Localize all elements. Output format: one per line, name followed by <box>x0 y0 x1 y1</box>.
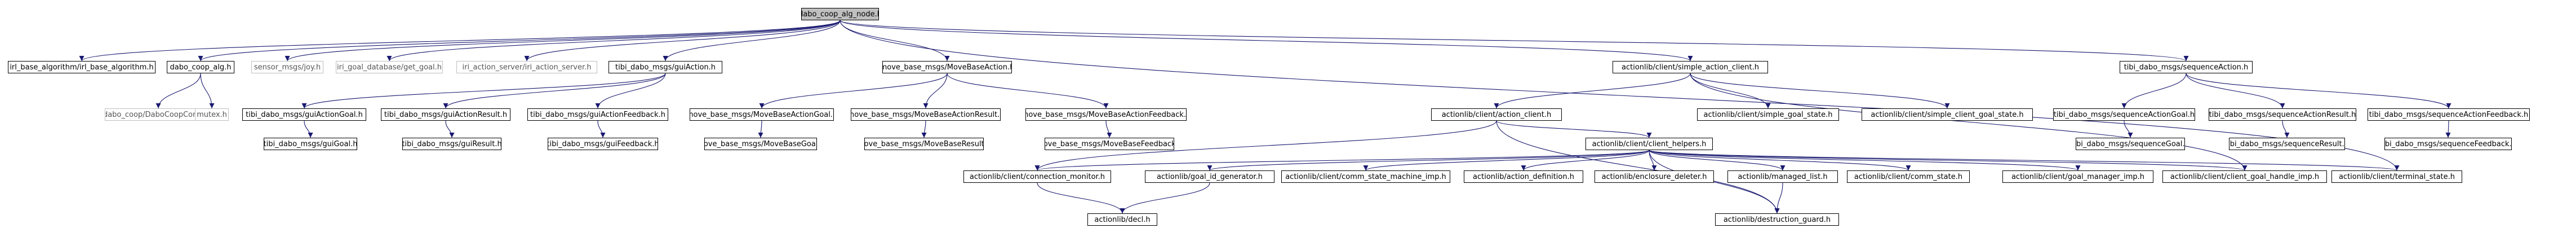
edge-dabo_coop_alg-to-dabo_coop_config <box>156 73 201 109</box>
node-sequence-action-result[interactable]: tibi_dabo_msgs/sequenceActionResult.h <box>2209 108 2356 121</box>
node-client-helpers[interactable]: actionlib/client/client_helpers.h <box>1585 138 1713 150</box>
node-enclosure-deleter[interactable]: actionlib/enclosure_deleter.h <box>1595 170 1714 183</box>
edge-client_helpers-to-action_definition <box>1521 150 1650 171</box>
edge-client_helpers-to-managed_list <box>1649 150 1786 171</box>
edge-move_base_action_goal-to-move_base_goal <box>758 120 763 138</box>
node-decl[interactable]: actionlib/decl.h <box>1087 213 1157 226</box>
edge-gui_action_result-to-gui_result <box>445 120 455 138</box>
node-root-header: dabo_coop_alg_node.h <box>801 8 879 20</box>
edge-sequence_action-to-sequence_action_result <box>2186 73 2285 109</box>
edge-client_helpers-to-connection_monitor <box>1035 150 1650 171</box>
node-action-definition[interactable]: actionlib/action_definition.h <box>1464 170 1583 183</box>
edge-action_client-to-client_helpers <box>1496 120 1652 138</box>
edge-gui_action-to-gui_action_goal <box>301 73 666 109</box>
edge-client_helpers-to-comm_state_machine_imp <box>1363 150 1650 171</box>
edge-sequence_action_goal-to-sequence_goal <box>2124 120 2133 138</box>
node-goal-id-generator[interactable]: actionlib/goal_id_generator.h <box>1145 170 1274 183</box>
edge-root-to-gui_action <box>663 20 841 62</box>
node-move-base-goal[interactable]: move_base_msgs/MoveBaseGoal.h <box>704 138 817 150</box>
node-comm-state[interactable]: actionlib/client/comm_state.h <box>1847 170 1970 183</box>
node-irl-base-algorithm[interactable]: irl_base_algorithm/irl_base_algorithm.h <box>8 61 156 73</box>
node-move-base-result[interactable]: move_base_msgs/MoveBaseResult.h <box>864 138 984 150</box>
node-action-client[interactable]: actionlib/client/action_client.h <box>1431 108 1562 121</box>
node-sequence-action[interactable]: tibi_dabo_msgs/sequenceAction.h <box>2120 61 2253 73</box>
node-comm-state-machine-imp[interactable]: actionlib/client/comm_state_machine_imp.… <box>1281 170 1450 183</box>
node-terminal-state[interactable]: actionlib/client/terminal_state.h <box>2331 170 2462 183</box>
node-gui-action-feedback[interactable]: tibi_dabo_msgs/guiActionFeedback.h <box>527 108 668 121</box>
edge-connection_monitor-to-decl <box>1037 182 1125 214</box>
node-client-goal-handle-imp[interactable]: actionlib/client/client_goal_handle_imp.… <box>2162 170 2327 183</box>
edge-move_base_action-to-move_base_action_result <box>923 73 948 109</box>
edge-move_base_action_result-to-move_base_result <box>921 120 927 138</box>
node-sequence-goal[interactable]: tibi_dabo_msgs/sequenceGoal.h <box>2076 138 2185 150</box>
edge-simple_action_client-to-action_client <box>1494 73 1691 109</box>
node-dabo-coop-alg[interactable]: dabo_coop_alg.h <box>167 61 234 73</box>
edge-dabo_coop_alg-to-mutex <box>200 73 215 109</box>
node-sequence-action-feedback[interactable]: tibi_dabo_msgs/sequenceActionFeedback.h <box>2368 108 2530 121</box>
node-move-base-feedback[interactable]: move_base_msgs/MoveBaseFeedback.h <box>1045 138 1174 150</box>
edge-move_base_action-to-move_base_action_goal <box>759 73 948 109</box>
node-sequence-result[interactable]: tibi_dabo_msgs/sequenceResult.h <box>2229 138 2345 150</box>
edge-gui_action-to-gui_action_feedback <box>595 73 666 109</box>
node-iri-goal-database: iri_goal_database/get_goal.h <box>336 61 443 73</box>
edge-root-to-iri_action_server <box>524 20 841 62</box>
edge-root-to-sequence_action <box>840 20 2188 62</box>
node-move-base-action-feedback[interactable]: move_base_msgs/MoveBaseActionFeedback.h <box>1025 108 1187 121</box>
node-sensor-msgs-joy: sensor_msgs/joy.h <box>251 61 323 73</box>
node-iri-action-server: iri_action_server/iri_action_server.h <box>456 61 597 73</box>
edge-client_helpers-to-comm_state <box>1649 150 1911 171</box>
edge-gui_action_feedback-to-gui_feedback <box>597 120 606 138</box>
edge-gui_action_goal-to-gui_goal <box>304 120 313 138</box>
edge-sequence_action-to-sequence_action_goal <box>2121 73 2187 109</box>
dependency-edges <box>79 20 2451 214</box>
node-gui-goal[interactable]: tibi_dabo_msgs/guiGoal.h <box>264 138 357 150</box>
edge-root-to-dabo_coop_alg <box>198 20 841 62</box>
node-sequence-feedback[interactable]: tibi_dabo_msgs/sequenceFeedback.h <box>2384 138 2512 150</box>
node-goal-manager-imp[interactable]: actionlib/client/goal_manager_imp.h <box>2002 170 2153 183</box>
edge-client_helpers-to-goal_id_generator <box>1207 150 1650 171</box>
edge-action_client-to-connection_monitor <box>1034 120 1497 171</box>
edge-simple_action_client-to-simple_goal_state <box>1690 73 1771 109</box>
edge-sequence_action-to-sequence_action_feedback <box>2186 73 2451 109</box>
edge-move_base_action_feedback-to-move_base_feedback <box>1105 120 1112 138</box>
node-simple-goal-state[interactable]: actionlib/client/simple_goal_state.h <box>1697 108 1839 121</box>
edge-sequence_action_feedback-to-sequence_feedback <box>2445 120 2451 138</box>
node-connection-monitor[interactable]: actionlib/client/connection_monitor.h <box>963 170 1111 183</box>
edge-managed_list-to-destruction_guard <box>1774 182 1783 214</box>
node-gui-result[interactable]: tibi_dabo_msgs/guiResult.h <box>402 138 501 150</box>
node-sequence-action-goal[interactable]: tibi_dabo_msgs/sequenceActionGoal.h <box>2053 108 2195 121</box>
edge-root-to-irl_base_algorithm <box>79 20 841 62</box>
edge-move_base_action-to-move_base_action_feedback <box>947 73 1109 109</box>
edge-gui_action-to-gui_action_result <box>443 73 666 109</box>
node-mutex: mutex.h <box>195 108 229 121</box>
edge-sequence_action_result-to-sequence_result <box>2282 120 2290 138</box>
edge-root-to-simple_action_client <box>840 20 1693 62</box>
node-destruction-guard[interactable]: actionlib/destruction_guard.h <box>1715 213 1839 226</box>
node-simple-action-client[interactable]: actionlib/client/simple_action_client.h <box>1613 61 1768 73</box>
node-gui-action[interactable]: tibi_dabo_msgs/guiAction.h <box>609 61 722 73</box>
node-simple-client-goal-state[interactable]: actionlib/client/simple_client_goal_stat… <box>1862 108 2033 121</box>
node-gui-action-result[interactable]: tibi_dabo_msgs/guiActionResult.h <box>381 108 510 121</box>
node-move-base-action-result[interactable]: move_base_msgs/MoveBaseActionResult.h <box>851 108 1001 121</box>
node-managed-list[interactable]: actionlib/managed_list.h <box>1727 170 1838 183</box>
node-move-base-action[interactable]: move_base_msgs/MoveBaseAction.h <box>882 61 1012 73</box>
node-gui-feedback[interactable]: tibi_dabo_msgs/guiFeedback.h <box>548 138 658 150</box>
node-move-base-action-goal[interactable]: move_base_msgs/MoveBaseActionGoal.h <box>690 108 834 121</box>
edge-client_helpers-to-goal_manager_imp <box>1649 150 2081 171</box>
edge-simple_action_client-to-client_goal_handle_imp <box>1690 73 2248 171</box>
edge-root-to-iri_goal_database <box>387 20 841 62</box>
edge-client_helpers-to-client_goal_handle_imp <box>1649 150 2247 171</box>
edge-simple_action_client-to-simple_client_goal_state <box>1690 73 1950 109</box>
edge-client_helpers-to-terminal_state <box>1649 150 2399 171</box>
edge-root-to-sensor_msgs_joy <box>285 20 841 62</box>
node-gui-action-goal[interactable]: tibi_dabo_msgs/guiActionGoal.h <box>242 108 366 121</box>
edge-goal_id_generator-to-decl <box>1120 182 1210 214</box>
